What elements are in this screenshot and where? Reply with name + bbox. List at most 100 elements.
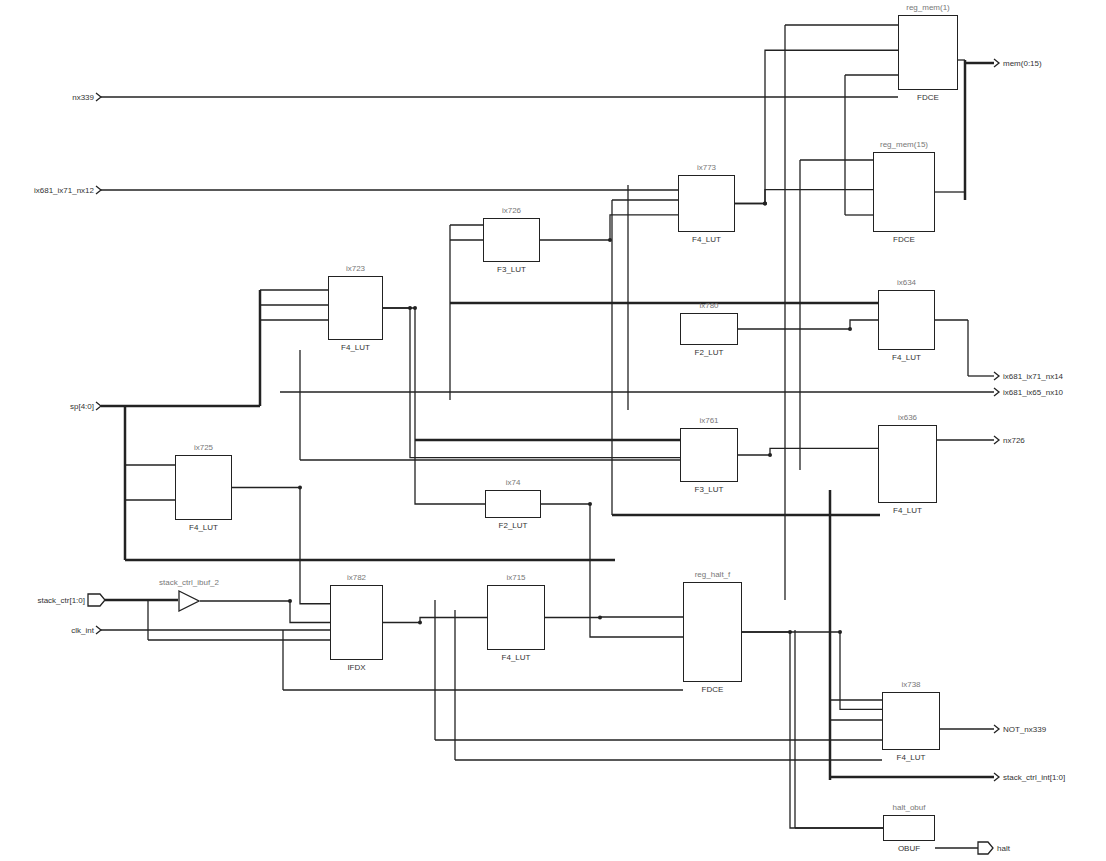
cell-type: F4_LUT bbox=[893, 506, 922, 515]
cell-type: F3_LUT bbox=[497, 265, 526, 274]
net-wire bbox=[735, 190, 873, 204]
cell-type: F4_LUT bbox=[502, 653, 531, 662]
cell-outline bbox=[873, 152, 935, 232]
cell-type: OBUF bbox=[898, 844, 920, 853]
instance-name: ix726 bbox=[502, 206, 521, 215]
cell-outline bbox=[175, 455, 232, 520]
port-name: clk_int bbox=[70, 626, 95, 635]
cell-type: F4_LUT bbox=[897, 753, 926, 762]
port-name: halt bbox=[996, 844, 1011, 853]
buffer-symbol: stack_ctrl_ibuf_2 bbox=[178, 590, 200, 612]
net-wire bbox=[383, 618, 487, 623]
instance-name: reg_mem(15) bbox=[880, 140, 928, 149]
net-wire bbox=[545, 616, 683, 618]
instance-name: ix725 bbox=[194, 443, 213, 452]
cell-outline bbox=[878, 290, 935, 350]
net-wire bbox=[232, 488, 330, 604]
logic-cell: ix725F4_LUT bbox=[175, 455, 232, 520]
logic-cell: ix738F4_LUT bbox=[882, 692, 940, 750]
junction-dot bbox=[768, 453, 772, 457]
port-name: sp[4:0] bbox=[69, 402, 95, 411]
cell-outline bbox=[680, 428, 738, 482]
logic-cell: ix715F4_LUT bbox=[487, 585, 545, 650]
instance-name: reg_mem(1) bbox=[906, 3, 950, 12]
junction-dot bbox=[608, 238, 612, 242]
port-name: ix681_ix71_nx12 bbox=[33, 186, 95, 195]
logic-cell: ix634F4_LUT bbox=[878, 290, 935, 350]
cell-type: FDCE bbox=[893, 235, 915, 244]
cell-outline bbox=[485, 490, 541, 518]
net-wire bbox=[742, 632, 882, 709]
instance-name: ix780 bbox=[699, 301, 718, 310]
cell-type: F2_LUT bbox=[499, 521, 528, 530]
cell-outline bbox=[683, 582, 742, 682]
instance-name: ix782 bbox=[347, 573, 366, 582]
port-name: ix681_ix71_nx14 bbox=[1002, 372, 1064, 381]
cell-type: F4_LUT bbox=[189, 523, 218, 532]
cell-outline bbox=[878, 425, 937, 503]
net-wire bbox=[541, 504, 683, 637]
instance-name: ix74 bbox=[506, 478, 521, 487]
instance-name: halt_obuf bbox=[893, 803, 926, 812]
instance-name: stack_ctrl_ibuf_2 bbox=[159, 578, 219, 587]
cell-type: F4_LUT bbox=[892, 353, 921, 362]
junction-dot bbox=[838, 630, 842, 634]
junction-dot bbox=[413, 306, 417, 310]
instance-name: ix738 bbox=[901, 680, 920, 689]
junction-dot bbox=[763, 202, 767, 206]
cell-type: F4_LUT bbox=[341, 343, 370, 352]
cell-outline bbox=[678, 175, 735, 232]
logic-cell: ix780F2_LUT bbox=[680, 313, 738, 345]
logic-cell: reg_mem(1)FDCE bbox=[898, 15, 958, 90]
logic-cell: reg_mem(15)FDCE bbox=[873, 152, 935, 232]
cell-type: FDCE bbox=[917, 93, 939, 102]
cell-outline bbox=[483, 218, 540, 262]
buffer-outline bbox=[178, 590, 200, 612]
logic-cell: ix782IFDX bbox=[330, 585, 383, 660]
cell-outline bbox=[328, 276, 383, 340]
cell-type: F2_LUT bbox=[695, 348, 724, 357]
cell-outline bbox=[330, 585, 383, 660]
net-wire bbox=[738, 448, 878, 455]
net-wire bbox=[200, 601, 330, 623]
junction-dot bbox=[288, 599, 292, 603]
cell-outline bbox=[898, 15, 958, 90]
instance-name: ix773 bbox=[697, 163, 716, 172]
cell-type: F4_LUT bbox=[692, 235, 721, 244]
port-name: stack_ctrl_int[1:0] bbox=[1002, 773, 1066, 782]
cell-outline bbox=[882, 692, 940, 750]
instance-name: ix723 bbox=[346, 264, 365, 273]
net-wire bbox=[383, 308, 485, 504]
logic-cell: halt_obufOBUF bbox=[883, 815, 935, 841]
junction-dot bbox=[298, 486, 302, 490]
instance-name: ix761 bbox=[699, 416, 718, 425]
logic-cell: ix761F3_LUT bbox=[680, 428, 738, 482]
logic-cell: ix636F4_LUT bbox=[878, 425, 937, 503]
cell-type: IFDX bbox=[347, 663, 365, 672]
net-wire bbox=[742, 632, 883, 828]
net-wire bbox=[383, 308, 680, 458]
instance-name: reg_halt_f bbox=[695, 570, 731, 579]
instance-name: ix636 bbox=[898, 413, 917, 422]
logic-cell: ix74F2_LUT bbox=[485, 490, 541, 518]
junction-dot bbox=[588, 502, 592, 506]
port-name: mem(0:15) bbox=[1002, 59, 1043, 68]
cell-outline bbox=[883, 815, 935, 841]
net-wire bbox=[738, 320, 878, 329]
instance-name: ix634 bbox=[897, 278, 916, 287]
junction-dot bbox=[848, 327, 852, 331]
instance-name: ix715 bbox=[506, 573, 525, 582]
junction-dot bbox=[763, 202, 767, 206]
logic-cell: reg_halt_fFDCE bbox=[683, 582, 742, 682]
logic-cell: ix726F3_LUT bbox=[483, 218, 540, 262]
port-name: ix681_ix65_nx10 bbox=[1002, 388, 1064, 397]
port-name: nx339 bbox=[71, 93, 95, 102]
cell-outline bbox=[487, 585, 545, 650]
junction-dot bbox=[598, 616, 602, 620]
cell-type: F3_LUT bbox=[695, 485, 724, 494]
port-name: nx726 bbox=[1002, 436, 1026, 445]
port-name: NOT_nx339 bbox=[1002, 725, 1047, 734]
junction-dot bbox=[418, 621, 422, 625]
